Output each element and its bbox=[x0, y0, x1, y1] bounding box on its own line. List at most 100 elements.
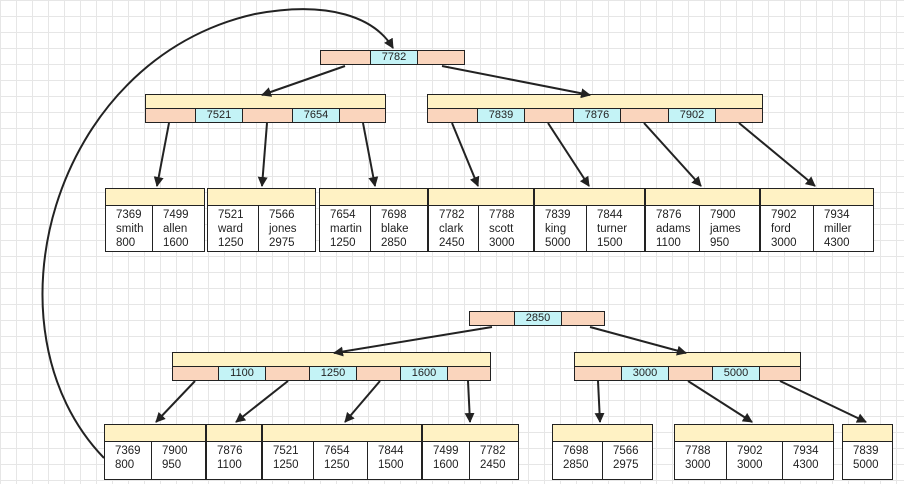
index-left-node-header bbox=[145, 94, 386, 109]
record-field: 4300 bbox=[793, 459, 819, 471]
record-field: 7369 bbox=[116, 209, 142, 221]
record-field: smith bbox=[116, 223, 144, 235]
leaf-header bbox=[428, 188, 534, 206]
leaf-header bbox=[645, 188, 760, 206]
record-field: king bbox=[545, 223, 567, 235]
leaf-record: 7521 1250 bbox=[263, 442, 313, 479]
record-field: miller bbox=[824, 223, 852, 235]
leaf-header bbox=[422, 424, 519, 442]
record-field: 1500 bbox=[597, 237, 623, 249]
index-right-node-key: 7902 bbox=[668, 107, 716, 123]
sal-root-node-key-bar: 2850 bbox=[469, 310, 605, 326]
record-field: 1600 bbox=[163, 237, 189, 249]
record-field: 950 bbox=[710, 237, 730, 249]
sal-left-node-key: 1600 bbox=[400, 365, 448, 381]
record-field: 1100 bbox=[217, 459, 242, 471]
sal-right-node-key: 5000 bbox=[712, 365, 760, 381]
record-field: 7654 bbox=[330, 209, 356, 221]
sal-root-node: 2850 bbox=[469, 310, 605, 327]
record-field: blake bbox=[381, 223, 409, 235]
sal-left-node-key: 1100 bbox=[218, 365, 266, 381]
leaf-record: 7876 1100 bbox=[207, 442, 263, 479]
record-field: ford bbox=[771, 223, 791, 235]
index-left-node-key-bar: 7521 7654 bbox=[145, 107, 386, 123]
leaf-record: 7499 1600 bbox=[423, 442, 469, 479]
leaf-header bbox=[207, 188, 316, 206]
record-field: 7788 bbox=[685, 445, 711, 457]
sal-left-node-key-bar: 1100 1250 1600 bbox=[172, 365, 491, 381]
record-field: 1250 bbox=[273, 459, 299, 471]
leaf-header bbox=[319, 188, 428, 206]
leaf-header bbox=[104, 424, 206, 442]
record-field: allen bbox=[163, 223, 188, 235]
record-field: 2975 bbox=[269, 237, 295, 249]
sal-right-node-header bbox=[574, 352, 801, 367]
leaf-node: 7876 1100 bbox=[206, 424, 262, 480]
index-right-node-key: 7876 bbox=[573, 107, 621, 123]
record-field: 1600 bbox=[433, 459, 459, 471]
record-field: 7934 bbox=[824, 209, 850, 221]
record-field: adams bbox=[656, 223, 691, 235]
leaf-header bbox=[105, 188, 205, 206]
index-left-node-key: 7654 bbox=[292, 107, 340, 123]
sal-right-node-key: 3000 bbox=[621, 365, 669, 381]
record-field: 7902 bbox=[737, 445, 763, 457]
record-field: ward bbox=[218, 223, 243, 235]
record-field: 7900 bbox=[162, 445, 188, 457]
leaf-header bbox=[674, 424, 834, 442]
record-field: 800 bbox=[116, 237, 136, 249]
record-field: 7499 bbox=[433, 445, 459, 457]
leaf-record: 7369 800 bbox=[105, 442, 151, 479]
record-field: 7902 bbox=[771, 209, 797, 221]
record-field: 800 bbox=[115, 459, 135, 471]
index-left-node-key: 7521 bbox=[195, 107, 243, 123]
index-right-node: 7839 7876 7902 bbox=[427, 94, 763, 123]
sal-left-node-key: 1250 bbox=[309, 365, 357, 381]
record-field: martin bbox=[330, 223, 362, 235]
record-field: 7876 bbox=[217, 445, 243, 457]
record-field: 7788 bbox=[489, 209, 515, 221]
record-field: 7900 bbox=[710, 209, 736, 221]
index-right-node-key-bar: 7839 7876 7902 bbox=[427, 107, 763, 123]
index-right-node-key: 7839 bbox=[477, 107, 525, 123]
record-field: 7566 bbox=[613, 445, 639, 457]
index-root-node-key-bar: 7782 bbox=[320, 49, 465, 65]
record-field: 7782 bbox=[480, 445, 506, 457]
record-field: 3000 bbox=[685, 459, 711, 471]
record-field: 7521 bbox=[273, 445, 299, 457]
record-field: 7369 bbox=[115, 445, 141, 457]
leaf-record: 7788 3000 bbox=[675, 442, 726, 479]
record-field: james bbox=[710, 223, 741, 235]
record-field: 7844 bbox=[597, 209, 623, 221]
record-field: 1100 bbox=[656, 237, 681, 249]
leaf-header bbox=[262, 424, 422, 442]
